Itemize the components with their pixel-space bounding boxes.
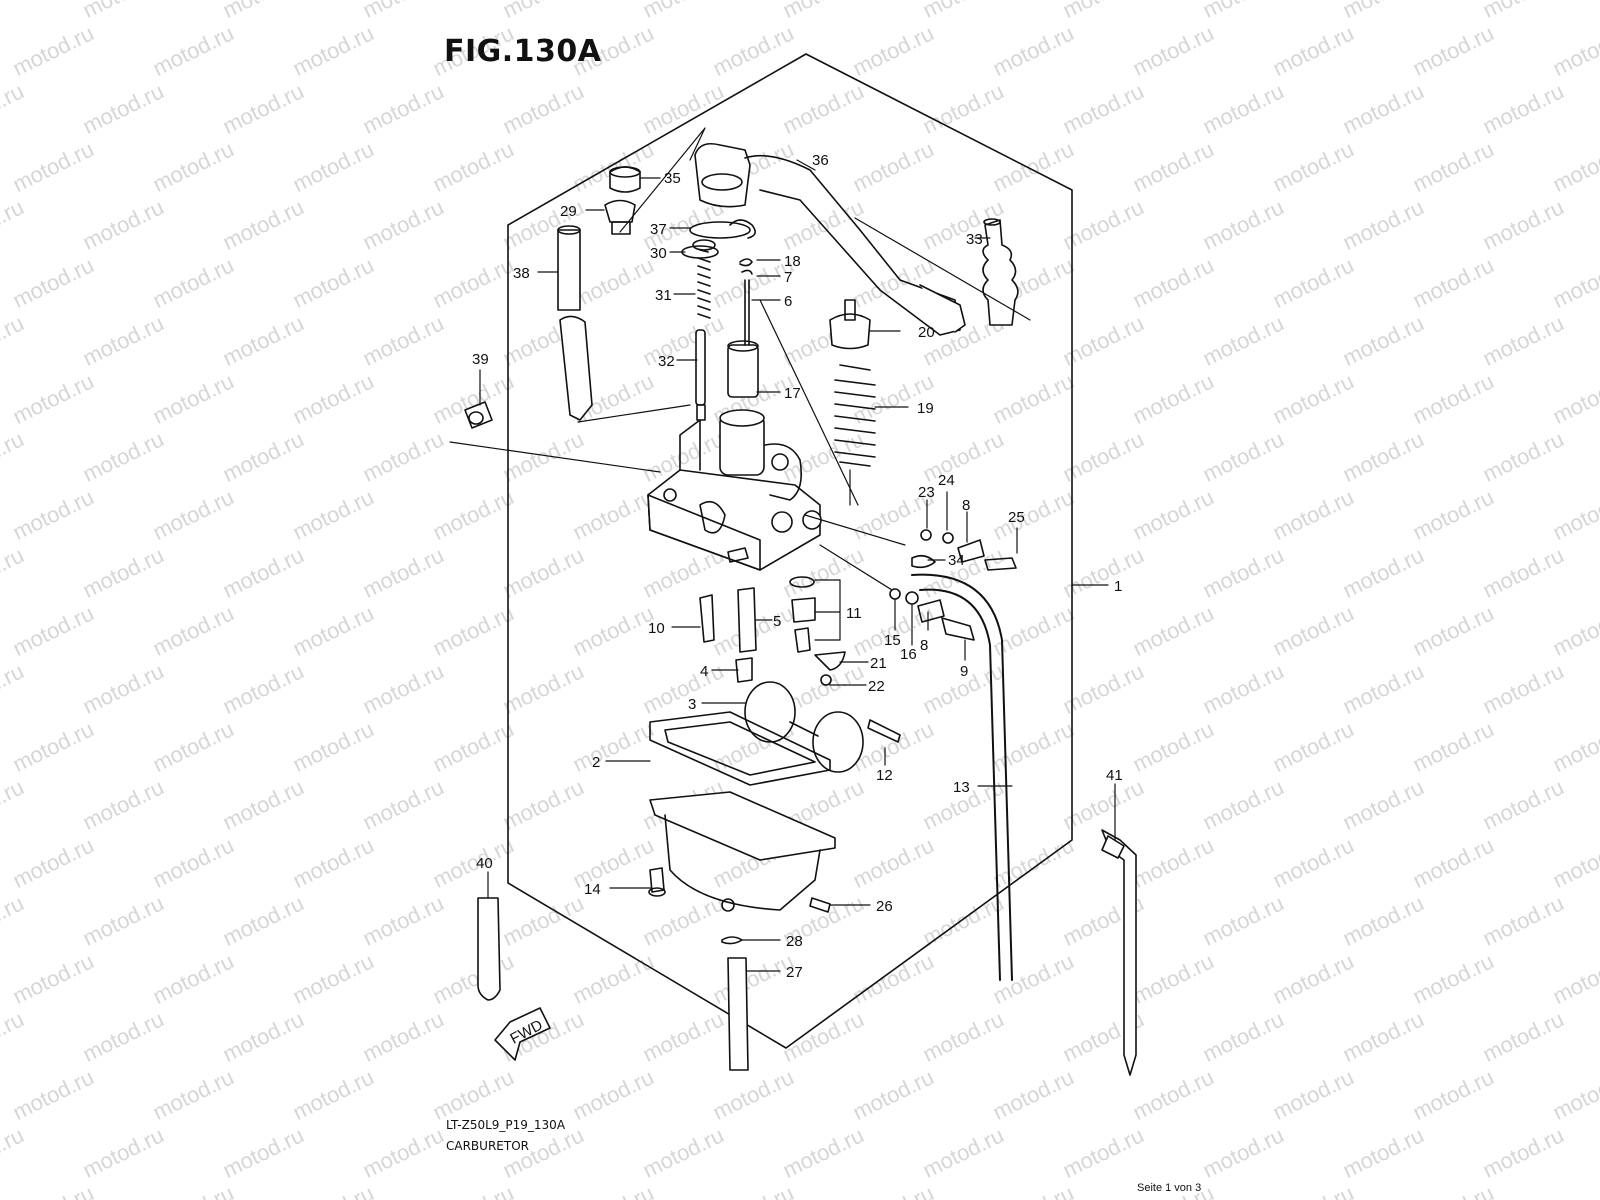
part-label: 31 [655,287,672,304]
part-label: 22 [868,678,885,695]
part-label: 2 [592,754,600,771]
part-label: 24 [938,472,955,489]
part-labels: 35 29 37 30 31 32 38 39 18 7 6 17 36 33 … [472,152,1123,981]
part-label: 16 [900,646,917,663]
part-label: 40 [476,855,493,872]
part-label: 37 [650,221,667,238]
part-label: 18 [784,253,801,270]
part-label: 7 [784,269,792,286]
part-label: 28 [786,933,803,950]
figure-code: LT-Z50L9_P19_130A [446,1118,566,1132]
part-label: 6 [784,293,792,310]
hose-13 [911,573,1013,981]
part-label: 27 [786,964,803,981]
part-label: 32 [658,353,675,370]
part-label: 4 [700,663,708,680]
part-label: 38 [513,265,530,282]
part-label: 29 [560,203,577,220]
part-label: 10 [648,620,665,637]
figure-title: FIG.130A [444,34,602,69]
carb-body [647,409,822,571]
cable-bracket [689,142,966,336]
part-label: 8 [962,497,970,514]
throttle-slide-parts [692,239,759,421]
part-label: 30 [650,245,667,262]
part-label: 12 [876,767,893,784]
part-label: 17 [784,385,801,402]
part-label: 15 [884,632,901,649]
part-label: 11 [846,605,862,622]
cable-tie-41 [1101,829,1137,1076]
guide-lines [449,127,1031,591]
part-label: 3 [688,696,696,713]
side-screw-parts [889,529,1017,641]
part-label: 8 [920,637,928,654]
part-label: 25 [1008,509,1025,526]
part-label: 13 [953,779,970,796]
part-label: 1 [1114,578,1122,595]
drain-parts [648,867,831,1071]
jet-parts [699,576,846,686]
part-label: 36 [812,152,829,169]
part-label: 9 [960,663,968,680]
float-bowl-parts [649,681,901,912]
assembly-outline [507,53,1073,1049]
part-label: 34 [948,552,965,569]
fwd-arrow: FWD [494,1007,551,1061]
part-label: 5 [773,613,781,630]
leader-lines [479,159,1116,972]
part-label: 21 [870,655,887,672]
part-label: 26 [876,898,893,915]
cable-tie-40 [477,897,501,1001]
part-label: 23 [918,484,935,501]
page-number: Seite 1 von 3 [1137,1182,1202,1194]
part-label: 35 [664,170,681,187]
part-label: 39 [472,351,489,368]
part-label: 20 [918,324,935,341]
part-label: 41 [1106,767,1123,784]
part-label: 19 [917,400,934,417]
part-label: 33 [966,231,983,248]
right-column-parts [829,218,1019,467]
part-label: 14 [584,881,601,898]
left-column-parts [464,166,719,429]
figure-name: CARBURETOR [446,1139,529,1153]
